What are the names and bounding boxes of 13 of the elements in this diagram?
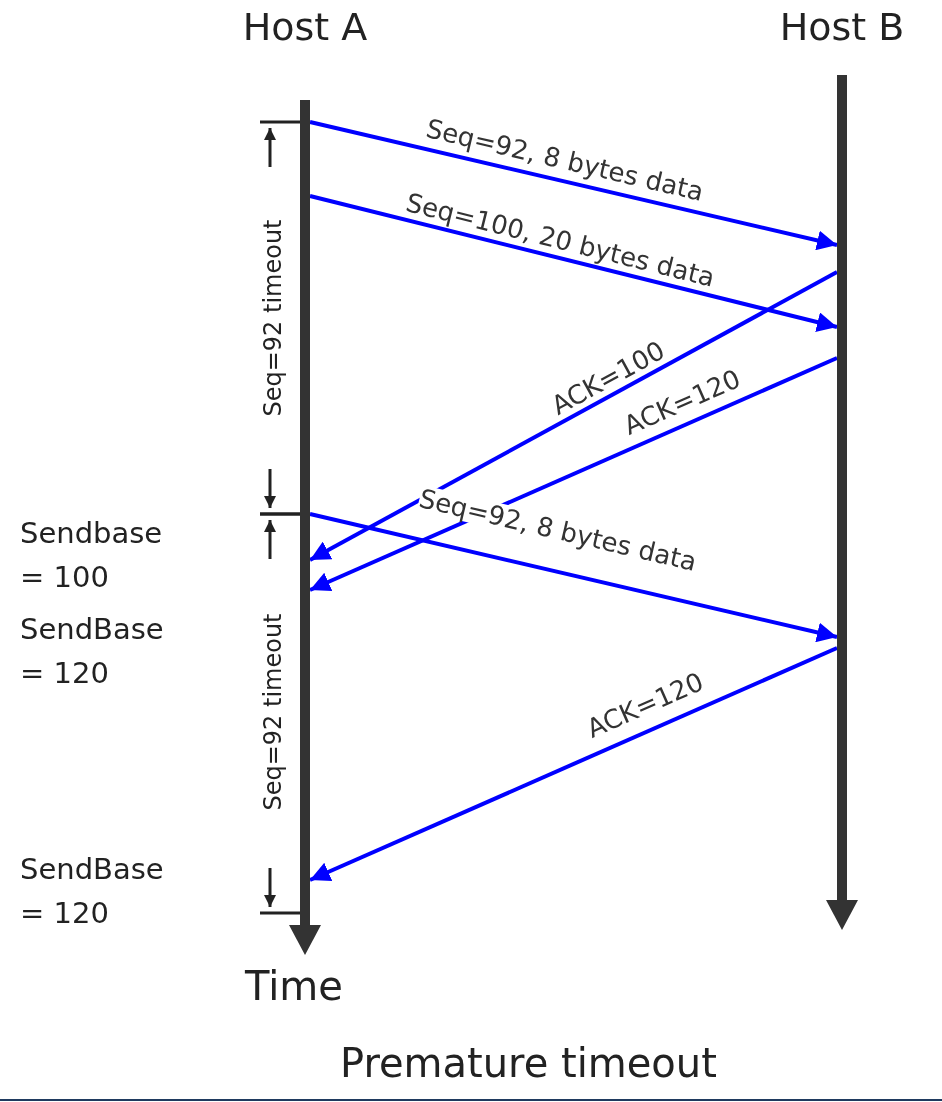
host-label: Host A	[241, 5, 369, 49]
arrow	[309, 194, 838, 332]
annotation: Sendbase = 100	[20, 515, 164, 596]
arrow	[309, 356, 838, 592]
arrow	[309, 120, 838, 251]
host-label: Host B	[778, 5, 906, 49]
caption: Premature timeout	[340, 1040, 717, 1086]
arrow	[309, 512, 838, 643]
arrow	[309, 270, 838, 562]
axis-label: Time	[245, 962, 343, 1010]
annotation: SendBase = 120	[20, 851, 165, 932]
arrow	[309, 646, 838, 882]
annotation: SendBase = 120	[20, 611, 165, 692]
